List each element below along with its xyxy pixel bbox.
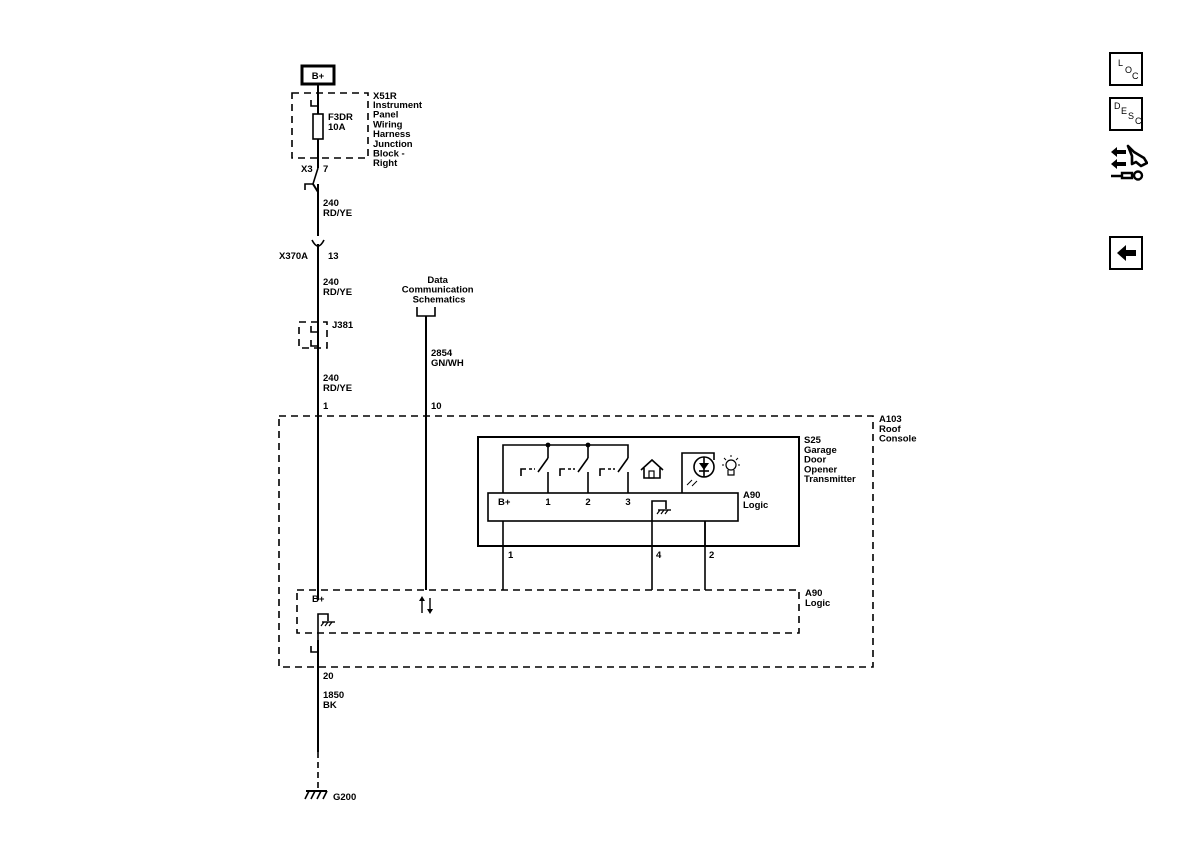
data-wire-circuit: 2854 bbox=[431, 348, 453, 359]
ground-connector-icon bbox=[310, 646, 318, 653]
logic-a90-outer-name: Logic bbox=[805, 598, 830, 609]
console-data-pin: 10 bbox=[431, 401, 442, 412]
console-power-pin: 1 bbox=[323, 401, 329, 412]
ground-wire-circuit: 1850 bbox=[323, 690, 344, 701]
battery-power-label: B+ bbox=[312, 71, 325, 82]
wire-1-circuit: 240 bbox=[323, 198, 339, 209]
logic-a90-outer-id: A90 bbox=[805, 588, 822, 599]
transmitter-pin-4: 4 bbox=[656, 550, 662, 561]
back-button[interactable] bbox=[1109, 236, 1143, 270]
transmitter-s25-id: S25 bbox=[804, 435, 822, 446]
button-switch-3-icon bbox=[599, 457, 629, 493]
fuse-block-name: Instrument Panel Wiring Harness Junction… bbox=[373, 100, 425, 169]
logic-input-1: 1 bbox=[545, 497, 551, 508]
fuse-id: F3DR bbox=[328, 112, 353, 123]
logic-input-3: 3 bbox=[625, 497, 630, 508]
fuse-f3dr bbox=[312, 113, 324, 140]
ground-pin: 20 bbox=[323, 671, 334, 682]
logic-a90-inner-id: A90 bbox=[743, 490, 760, 501]
data-reference-bracket bbox=[416, 307, 436, 317]
switch-bus bbox=[502, 444, 629, 493]
connector-tools-icon bbox=[1111, 144, 1148, 181]
home-icon bbox=[640, 458, 664, 479]
wire-2-color: RD/YE bbox=[323, 287, 352, 298]
roof-console-name: Roof Console bbox=[879, 424, 916, 445]
splice-j381-outline bbox=[298, 321, 328, 349]
connector-x370a-name: X370A bbox=[279, 251, 308, 262]
description-letter-c: C bbox=[1135, 116, 1142, 126]
wire-3-circuit: 240 bbox=[323, 373, 339, 384]
button-switch-1-icon bbox=[520, 445, 549, 493]
ground-wire-color: BK bbox=[323, 700, 337, 711]
description-letter-d: D bbox=[1114, 101, 1121, 111]
logic-input-2: 2 bbox=[585, 497, 590, 508]
fuse-block-id: X51R bbox=[373, 91, 397, 102]
logic-a90-inner-box bbox=[487, 492, 739, 522]
data-wire-color: GN/WH bbox=[431, 358, 464, 369]
fuse-block-outline bbox=[291, 92, 369, 159]
logic-input-bplus: B+ bbox=[498, 497, 511, 508]
logic-outer-bplus: B+ bbox=[312, 594, 325, 605]
roof-console-id: A103 bbox=[879, 414, 902, 425]
connector-x3-name: X3 bbox=[301, 164, 313, 175]
ground-g200-label: G200 bbox=[333, 792, 356, 803]
description-letter-e: E bbox=[1121, 106, 1128, 116]
bidirectional-data-arrow-icon bbox=[419, 596, 433, 614]
wire-3-color: RD/YE bbox=[323, 383, 352, 394]
led-indicator-icon bbox=[681, 452, 715, 493]
location-letter-c: C bbox=[1132, 71, 1139, 81]
location-letter-l: L bbox=[1118, 58, 1124, 68]
wire-1-color: RD/YE bbox=[323, 208, 352, 219]
connector-x370a-pin: 13 bbox=[328, 251, 339, 262]
location-letter-o: O bbox=[1125, 65, 1133, 75]
connector-x3-icon bbox=[304, 167, 319, 190]
splice-j381-name: J381 bbox=[332, 320, 354, 331]
description-letter-s: S bbox=[1128, 111, 1135, 121]
ground-symbol-icon bbox=[651, 500, 671, 521]
chassis-ground-icon bbox=[304, 790, 328, 800]
transmitter-pin-2: 2 bbox=[709, 550, 714, 561]
transmitter-pin-1: 1 bbox=[508, 550, 514, 561]
fuse-rating: 10A bbox=[328, 122, 346, 133]
splice-j381-icon bbox=[310, 326, 318, 347]
button-switch-2-icon bbox=[559, 445, 589, 493]
fuse-block-input-terminal bbox=[310, 100, 318, 107]
transmitter-s25-box bbox=[477, 436, 800, 547]
logic-a90-inner-name: Logic bbox=[743, 500, 768, 511]
back-arrow-icon bbox=[1117, 245, 1136, 261]
description-button[interactable]: D E S C bbox=[1109, 97, 1143, 131]
wire-2-circuit: 240 bbox=[323, 277, 339, 288]
logic-ground-icon bbox=[317, 613, 335, 640]
data-schematics-reference[interactable]: Data Communication Schematics bbox=[402, 275, 476, 305]
connector-x3-pin: 7 bbox=[323, 164, 328, 175]
location-button[interactable]: L O C bbox=[1109, 52, 1143, 86]
transmitter-s25-name: Garage Door Opener Transmitter bbox=[804, 445, 856, 485]
roof-console-outline bbox=[278, 415, 874, 668]
logic-a90-outer-box bbox=[296, 589, 800, 634]
connector-tools-button[interactable] bbox=[1108, 142, 1148, 184]
lamp-icon bbox=[722, 455, 740, 476]
